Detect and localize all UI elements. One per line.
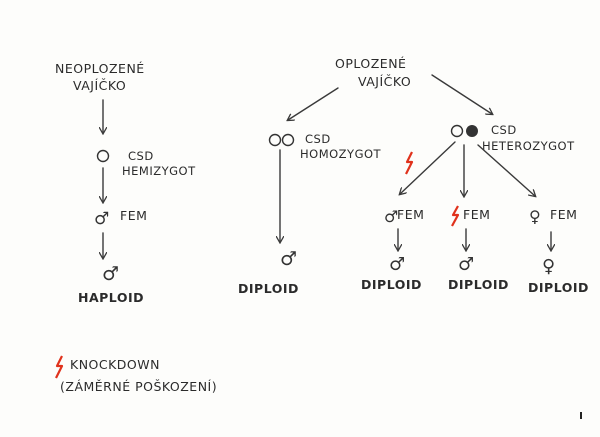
unfertilized-egg-label: NEOPLOZENÉ <box>55 61 145 76</box>
male-symbol-icon: ♂ <box>102 263 119 285</box>
allele-circle-hetero-filled <box>466 125 478 137</box>
fertilized-egg-label: OPLOZENÉ <box>335 56 406 71</box>
male-symbol-icon: ♂ <box>389 254 405 275</box>
allele-circle-hemi <box>96 149 110 163</box>
diploid-label-homo: DIPLOID <box>238 281 299 296</box>
male-symbol-icon: ♂ <box>384 207 398 226</box>
heterozygote-label: HETEROZYGOT <box>482 139 575 153</box>
fem-label-left: FEM <box>120 208 147 223</box>
fem-label-2: FEM <box>463 207 490 222</box>
diploid-label-3: DIPLOID <box>528 280 589 295</box>
legend-knockdown-label: KNOCKDOWN <box>70 357 160 372</box>
hemizygote-label: HEMIZYGOT <box>122 164 196 178</box>
knockdown-lightning-icon <box>405 151 414 175</box>
arrow-hetero-to-left <box>400 141 456 194</box>
arrow-egg-to-heterozygote <box>431 74 492 114</box>
arrow-hetero-to-right <box>477 144 535 196</box>
fem-label-1: FEM <box>397 207 424 222</box>
diploid-label-2: DIPLOID <box>448 277 509 292</box>
female-symbol-icon: ♀ <box>542 256 555 277</box>
haploid-label: HAPLOID <box>78 290 144 305</box>
allele-circle-homo-1 <box>268 133 282 147</box>
hemi-csd-label: CSD <box>128 149 154 163</box>
legend-note: (ZÁMĚRNÉ POŠKOZENÍ) <box>60 379 217 394</box>
unfertilized-egg-label-2: VAJÍČKO <box>73 78 126 93</box>
male-symbol-icon: ♂ <box>280 248 297 270</box>
fertilized-egg-label-2: VAJÍČKO <box>358 74 411 89</box>
diploid-label-1: DIPLOID <box>361 277 422 292</box>
allele-circle-hetero-open <box>450 124 464 138</box>
male-symbol-icon: ♂ <box>94 209 109 229</box>
knockdown-lightning-icon <box>451 205 460 227</box>
homozygote-label: HOMOZYGOT <box>300 147 382 161</box>
male-symbol-icon: ♂ <box>458 254 474 275</box>
allele-circle-homo-2 <box>281 133 295 147</box>
arrow-egg-to-homozygote <box>288 87 339 120</box>
knockdown-lightning-icon <box>55 355 64 379</box>
hetero-csd-label: CSD <box>491 123 517 137</box>
homo-csd-label: CSD <box>305 132 331 146</box>
fem-label-3: FEM <box>550 207 577 222</box>
female-symbol-icon: ♀ <box>529 207 541 226</box>
